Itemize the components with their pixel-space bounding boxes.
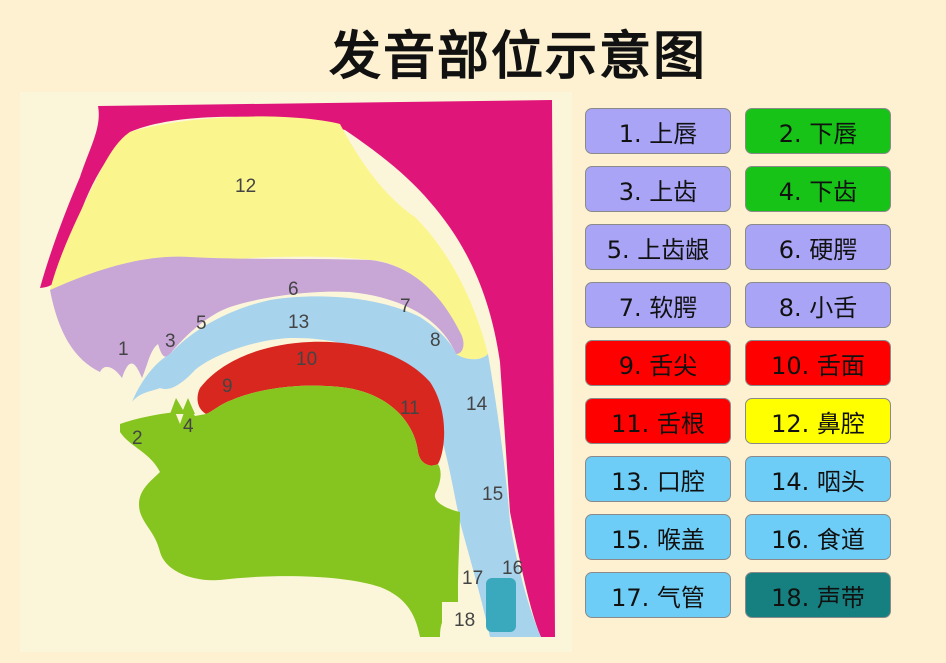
legend-item-10: 10. 舌面 <box>745 340 891 386</box>
legend-item-11: 11. 舌根 <box>585 398 731 444</box>
diagram-label-2: 2 <box>132 428 143 449</box>
legend-item-8: 8. 小舌 <box>745 282 891 328</box>
lower-jaw-region <box>120 385 460 637</box>
diagram-label-17: 17 <box>462 568 483 589</box>
legend-item-17: 17. 气管 <box>585 572 731 618</box>
diagram-label-13: 13 <box>288 312 309 333</box>
diagram-label-9: 9 <box>222 376 233 397</box>
legend-item-7: 7. 软腭 <box>585 282 731 328</box>
diagram-label-16: 16 <box>502 558 523 579</box>
legend-item-16: 16. 食道 <box>745 514 891 560</box>
nasal-cavity-region <box>50 116 488 360</box>
tongue-front-region <box>197 341 445 466</box>
legend-item-9: 9. 舌尖 <box>585 340 731 386</box>
legend-item-15: 15. 喉盖 <box>585 514 731 560</box>
diagram-label-3: 3 <box>165 331 176 352</box>
trachea-lower-region <box>442 602 482 636</box>
head-outline-region <box>40 100 555 637</box>
diagram-label-12: 12 <box>235 176 256 197</box>
legend-item-13: 13. 口腔 <box>585 456 731 502</box>
legend-item-2: 2. 下唇 <box>745 108 891 154</box>
legend-item-6: 6. 硬腭 <box>745 224 891 270</box>
legend-item-12: 12. 鼻腔 <box>745 398 891 444</box>
legend-item-5: 5. 上齿龈 <box>585 224 731 270</box>
diagram-label-15: 15 <box>482 484 503 505</box>
diagram-label-4: 4 <box>183 416 194 437</box>
diagram-label-1: 1 <box>118 339 129 360</box>
diagram-label-14: 14 <box>466 394 488 415</box>
lower-teeth-region <box>170 398 195 414</box>
vocal-cords-region <box>486 578 516 632</box>
diagram-label-18: 18 <box>454 610 475 631</box>
legend-item-4: 4. 下齿 <box>745 166 891 212</box>
diagram-label-5: 5 <box>196 313 207 334</box>
vocal-tract-svg: 1 2 3 4 5 6 7 8 9 10 11 12 13 14 15 16 1… <box>40 100 555 637</box>
page-title: 发音部位示意图 <box>328 27 707 87</box>
oral-cavity-region <box>132 296 541 637</box>
legend-item-18: 18. 声带 <box>745 572 891 618</box>
diagram-label-6: 6 <box>288 279 299 300</box>
legend-item-14: 14. 咽头 <box>745 456 891 502</box>
diagram-label-11: 11 <box>400 398 420 419</box>
legend-item-1: 1. 上唇 <box>585 108 731 154</box>
diagram-label-7: 7 <box>400 296 411 317</box>
vocal-tract-diagram: 1 2 3 4 5 6 7 8 9 10 11 12 13 14 15 16 1… <box>20 92 572 652</box>
palate-region <box>50 256 464 378</box>
legend-grid: 1. 上唇 2. 下唇 3. 上齿 4. 下齿 5. 上齿龈 6. 硬腭 7. 软腭 8. 小… <box>585 108 895 620</box>
legend-item-3: 3. 上齿 <box>585 166 731 212</box>
diagram-label-8: 8 <box>430 330 441 351</box>
diagram-label-10: 10 <box>296 349 317 370</box>
